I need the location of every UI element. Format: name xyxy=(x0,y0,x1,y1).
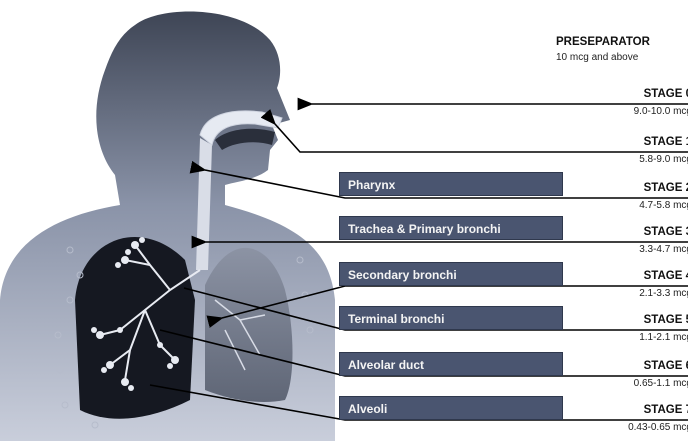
stage-1-title: STAGE 1 xyxy=(644,136,688,148)
stage-5-title: STAGE 5 xyxy=(644,314,688,326)
preseparator-title: PRESEPARATOR xyxy=(556,36,650,48)
region-label-alveoli: Alveoli xyxy=(339,396,563,420)
stage-7-title: STAGE 7 xyxy=(644,404,688,416)
stage-6-title: STAGE 6 xyxy=(644,360,688,372)
stage-4-range: 2.1-3.3 mcg xyxy=(639,288,688,299)
stage-4-title: STAGE 4 xyxy=(644,270,688,282)
stage-1-range: 5.8-9.0 mcg xyxy=(639,154,688,165)
stage-5-range: 1.1-2.1 mcg xyxy=(639,332,688,343)
stage-7-range: 0.43-0.65 mcg xyxy=(628,422,688,433)
leader-stage-1 xyxy=(275,124,688,152)
stage-6-range: 0.65-1.1 mcg xyxy=(634,378,688,389)
stage-3-title: STAGE 3 xyxy=(644,226,688,238)
preseparator-range: 10 mcg and above xyxy=(556,52,638,63)
stage-0-title: STAGE 0 xyxy=(644,88,688,100)
stage-3-range: 3.3-4.7 mcg xyxy=(639,244,688,255)
stage-0-range: 9.0-10.0 mcg xyxy=(634,106,688,117)
stage-2-range: 4.7-5.8 mcg xyxy=(639,200,688,211)
region-label-terminal-bronchi: Terminal bronchi xyxy=(339,306,563,330)
region-label-pharynx: Pharynx xyxy=(339,172,563,196)
stage-2-title: STAGE 2 xyxy=(644,182,688,194)
region-label-trachea: Trachea & Primary bronchi xyxy=(339,216,563,240)
region-label-alveolar-duct: Alveolar duct xyxy=(339,352,563,376)
region-label-secondary-bronchi: Secondary bronchi xyxy=(339,262,563,286)
